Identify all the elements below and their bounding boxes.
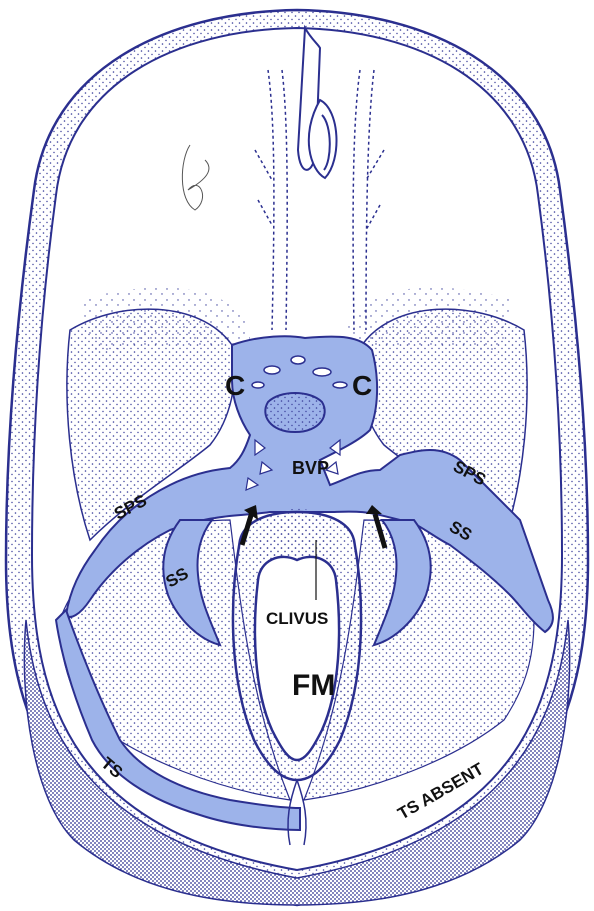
label-fm: FM [292, 669, 335, 702]
label-bvp: BVP [292, 458, 329, 478]
label-c-left: C [225, 370, 245, 401]
sella-turcica [265, 393, 324, 432]
label-c-right: C [352, 370, 372, 401]
label-clivus: CLIVUS [266, 609, 328, 628]
